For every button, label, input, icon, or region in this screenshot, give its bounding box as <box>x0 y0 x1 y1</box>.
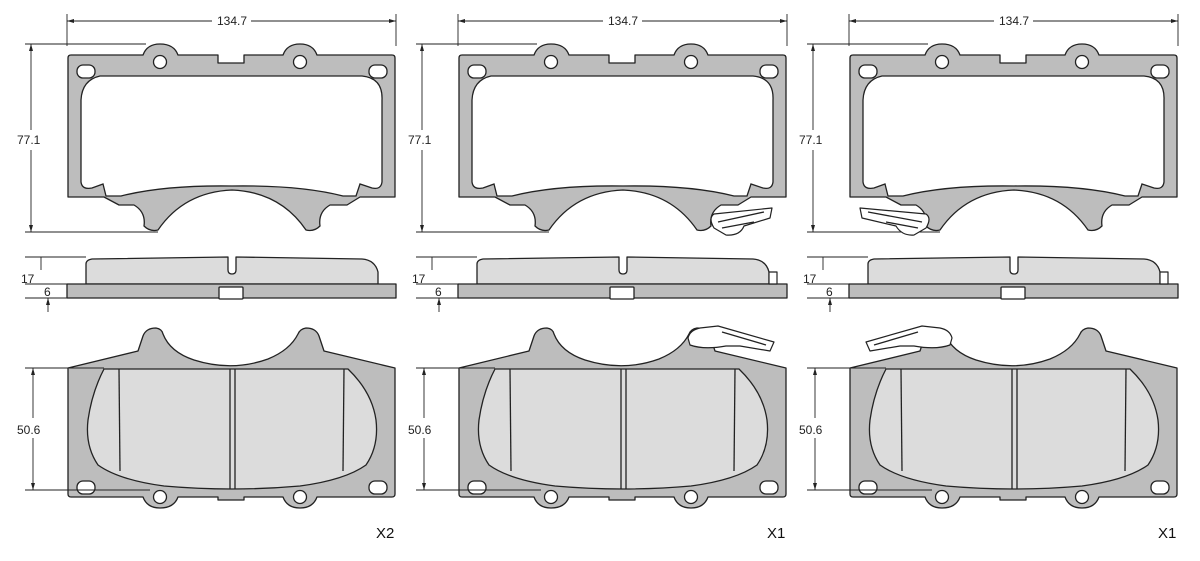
wear-indicator-clip-top <box>859 207 930 236</box>
wear-indicator-tab <box>768 271 778 285</box>
quantity-label: X2 <box>376 525 394 542</box>
dimension-width: 134.7 <box>217 14 247 28</box>
friction-face-view <box>67 327 396 509</box>
wear-indicator-clip-bottom <box>865 325 953 352</box>
backing-plate-top-view <box>67 43 396 232</box>
backing-plate-top-view <box>458 43 787 232</box>
wear-indicator-clip-top <box>710 207 773 236</box>
dimension-height-friction: 50.6 <box>408 423 432 437</box>
dimension-thickness-total: 17 <box>412 272 426 286</box>
quantity-label: X1 <box>767 525 785 542</box>
dimension-width: 134.7 <box>999 14 1029 28</box>
dimension-height-top: 77.1 <box>17 133 41 147</box>
pad-side-view <box>457 256 788 300</box>
dimension-thickness-backplate: 6 <box>826 285 833 299</box>
pad-side-view <box>848 256 1179 300</box>
quantity-label: X1 <box>1158 525 1176 542</box>
dimension-thickness-backplate: 6 <box>44 285 51 299</box>
dimension-thickness-total: 17 <box>803 272 817 286</box>
dimension-thickness-backplate: 6 <box>435 285 442 299</box>
wear-indicator-tab <box>1159 271 1169 285</box>
dimension-height-top: 77.1 <box>408 133 432 147</box>
brake-pad-view-1 <box>24 13 397 509</box>
pad-side-view <box>66 256 397 300</box>
brake-pad-view-2 <box>415 13 788 509</box>
wear-indicator-clip-bottom <box>687 325 775 352</box>
dimension-thickness-total: 17 <box>21 272 35 286</box>
dimension-height-top: 77.1 <box>799 133 823 147</box>
dimension-height-friction: 50.6 <box>17 423 41 437</box>
dimension-width: 134.7 <box>608 14 638 28</box>
backing-plate-top-view <box>849 43 1178 232</box>
friction-face-view <box>458 327 787 509</box>
friction-face-view <box>849 327 1178 509</box>
dimension-height-friction: 50.6 <box>799 423 823 437</box>
brake-pad-view-3 <box>806 13 1179 509</box>
